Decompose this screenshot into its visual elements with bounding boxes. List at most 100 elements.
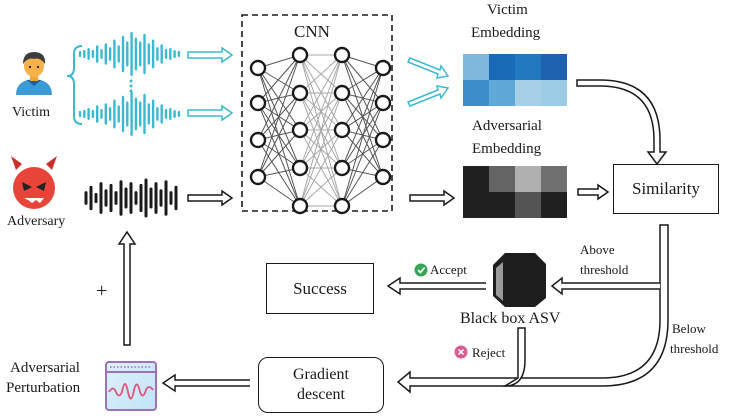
cnn-neuron <box>291 121 309 139</box>
cnn-box <box>241 14 393 212</box>
above-threshold-label-2: threshold <box>580 262 629 277</box>
embedding-cell <box>541 80 567 106</box>
cnn-neuron <box>333 159 351 177</box>
arrow-adversary-to-cnn <box>187 189 234 207</box>
victim-label: Victim <box>12 105 51 120</box>
cnn-nodes <box>249 46 392 215</box>
success-label: Success <box>293 278 347 298</box>
cnn-edge <box>299 54 343 131</box>
embedding-cell <box>515 192 541 218</box>
arrow-reject <box>502 327 526 387</box>
cnn-edge <box>299 54 343 169</box>
cnn-neuron <box>374 168 392 186</box>
adversary-label: Adversary <box>7 214 66 229</box>
cnn-edge <box>257 67 301 207</box>
cnn-edge <box>341 139 384 207</box>
cnn-edge <box>341 54 384 104</box>
embedding-cell <box>463 80 489 106</box>
cnn-edge <box>341 176 384 207</box>
embedding-cell <box>489 166 515 192</box>
victim-waveform-1 <box>78 31 181 77</box>
cnn-neuron <box>249 59 267 77</box>
cnn-edge <box>341 67 384 207</box>
below-threshold-label-1: Below <box>672 321 706 336</box>
arrow-victim-embedding-to-similarity <box>576 79 668 166</box>
cnn-edge <box>299 54 343 207</box>
cnn-edge <box>299 129 343 207</box>
cnn-neuron <box>333 197 351 215</box>
victim-avatar-icon <box>16 52 52 95</box>
plus-sign: + <box>96 280 108 302</box>
cnn-edge <box>257 176 301 207</box>
perturbation-waveform-icon <box>105 361 157 411</box>
embedding-cell <box>515 166 541 192</box>
cnn-neuron <box>374 131 392 149</box>
victim-embedding-grid <box>463 54 567 106</box>
victim-embedding-title-2: Embedding <box>471 25 541 41</box>
cnn-edge <box>257 92 301 178</box>
embedding-cell <box>515 54 541 80</box>
cnn-edges <box>257 54 384 207</box>
arrow-cnn-to-adversarial-embedding <box>409 189 456 207</box>
below-threshold-label-2: threshold <box>670 341 719 356</box>
cnn-neuron <box>291 46 309 64</box>
adversary-waveform <box>84 178 178 218</box>
black-box-asv-label: Black box ASV <box>460 310 561 327</box>
cnn-neuron <box>374 94 392 112</box>
arrow-above-threshold <box>550 276 660 296</box>
cnn-neuron <box>333 84 351 102</box>
cnn-edge <box>257 54 301 141</box>
arrow-below-threshold <box>396 224 669 394</box>
arrow-accept-to-success <box>386 276 486 296</box>
cnn-neuron <box>333 121 351 139</box>
cnn-label: CNN <box>294 22 330 41</box>
gradient-label-2: descent <box>297 386 345 403</box>
cnn-edge <box>299 54 343 94</box>
embedding-cell <box>541 166 567 192</box>
cnn-neuron <box>249 168 267 186</box>
success-node: Success <box>266 263 374 314</box>
arrow-adversarial-embedding-to-similarity <box>577 183 610 201</box>
perturbation-label-2: Perturbation <box>6 380 81 396</box>
cnn-neuron <box>291 84 309 102</box>
cnn-edge <box>341 67 384 131</box>
cnn-edge <box>341 102 384 207</box>
cnn-neuron <box>374 59 392 77</box>
accept-label: Accept <box>430 262 467 277</box>
adversarial-embedding-title-2: Embedding <box>472 141 542 157</box>
reject-label: Reject <box>472 345 506 360</box>
adversary-devil-icon <box>11 156 57 209</box>
cnn-edge <box>257 67 301 169</box>
cnn-neuron <box>249 94 267 112</box>
arrow-cnn-to-victim-embedding-2 <box>406 85 450 107</box>
cnn-edge <box>257 54 301 178</box>
embedding-cell <box>489 80 515 106</box>
cnn-neuron <box>291 159 309 177</box>
embedding-cell <box>489 54 515 80</box>
cnn-edge <box>257 129 301 178</box>
embedding-cell <box>515 80 541 106</box>
embedding-cell <box>541 54 567 80</box>
cnn-edge <box>299 167 343 207</box>
embedding-cell <box>463 166 489 192</box>
black-box-asv-icon <box>493 253 546 307</box>
reject-x-icon <box>454 345 468 359</box>
victim-waveform-2 <box>78 91 181 137</box>
arrow-gradient-to-perturbation <box>161 373 250 393</box>
cnn-edge <box>299 92 343 207</box>
cnn-neuron <box>291 197 309 215</box>
adversarial-embedding-grid <box>463 166 567 218</box>
cnn-edge <box>257 54 301 104</box>
gradient-descent-node: Gradient descent <box>258 357 384 413</box>
ellipsis-dots <box>129 79 133 93</box>
cnn-neuron <box>333 46 351 64</box>
arrow-cnn-to-victim-embedding-1 <box>406 57 450 79</box>
arrow-victim1-to-cnn <box>187 46 234 64</box>
gradient-label-1: Gradient <box>293 366 349 383</box>
perturbation-label-1: Adversarial <box>10 360 80 376</box>
similarity-node: Similarity <box>613 164 719 214</box>
cnn-edge <box>257 67 301 131</box>
embedding-cell <box>463 54 489 80</box>
similarity-label: Similarity <box>632 179 700 198</box>
